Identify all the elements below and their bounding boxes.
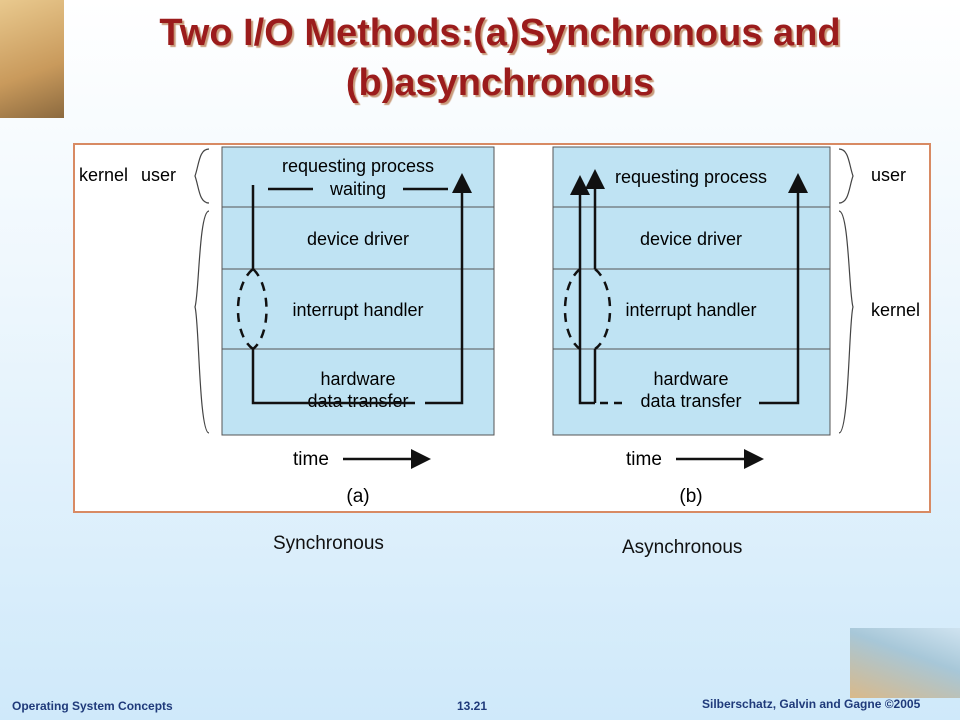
sync-layer-waiting: waiting (329, 179, 386, 199)
async-layer-data-transfer: data transfer (640, 391, 741, 411)
sync-label-user: user (141, 165, 176, 185)
sync-stack (221, 146, 495, 436)
async-layer-requesting-process: requesting process (615, 167, 767, 187)
sync-panel: requesting process waiting device driver… (79, 146, 495, 507)
sync-layer-device-driver: device driver (307, 229, 409, 249)
io-methods-figure: requesting process waiting device driver… (73, 143, 931, 513)
sync-dashed-loop-left (236, 268, 254, 351)
async-dashed-loop-right (594, 268, 612, 351)
async-time-label: time (626, 449, 662, 470)
sync-kernel-brace (194, 210, 210, 434)
title-line-2: (b)asynchronous (345, 62, 655, 104)
footer-copyright: Silberschatz, Galvin and Gagne ©2005 (702, 697, 921, 711)
sync-layer-requesting-process: requesting process (282, 156, 434, 176)
dinosaur-logo-bottom (850, 628, 960, 698)
footer-page-number: 13.21 (457, 699, 488, 713)
caption-synchronous: Synchronous (273, 533, 384, 554)
sync-request-path (251, 185, 415, 405)
sync-layer-interrupt-handler: interrupt handler (292, 300, 423, 320)
async-panel: requesting process device driver interru… (552, 146, 920, 507)
sync-user-brace (194, 148, 210, 204)
sync-panel-label: (a) (346, 486, 369, 507)
sync-layer-data-transfer: data transfer (307, 391, 408, 411)
async-stack (552, 146, 831, 436)
async-layer-interrupt-handler: interrupt handler (625, 300, 756, 320)
sync-layer-hardware: hardware (320, 369, 395, 389)
footer-course: Operating System Concepts (12, 699, 173, 713)
async-dashed-loop-left (563, 268, 581, 351)
async-label-user: user (871, 165, 906, 185)
io-diagram-svg: requesting process waiting device driver… (79, 146, 920, 507)
dinosaur-logo-top (0, 0, 64, 118)
sync-label-kernel: kernel (79, 165, 128, 185)
caption-asynchronous: Asynchronous (622, 537, 743, 558)
async-request-path (580, 185, 595, 405)
title-line-1: Two I/O Methods:(a)Synchronous and (159, 12, 841, 54)
slide-title: Two I/O Methods:(a)Synchronous and (b)as… (70, 8, 930, 108)
sync-time-label: time (293, 449, 329, 470)
async-panel-label: (b) (679, 486, 702, 507)
async-layer-hardware: hardware (653, 369, 728, 389)
sync-return-arrow (425, 173, 472, 405)
async-user-brace (838, 148, 854, 204)
async-return-arrow (759, 173, 808, 405)
sync-dashed-loop-right (252, 268, 268, 350)
async-kernel-brace (838, 210, 854, 434)
async-layer-device-driver: device driver (640, 229, 742, 249)
async-label-kernel: kernel (871, 300, 920, 320)
